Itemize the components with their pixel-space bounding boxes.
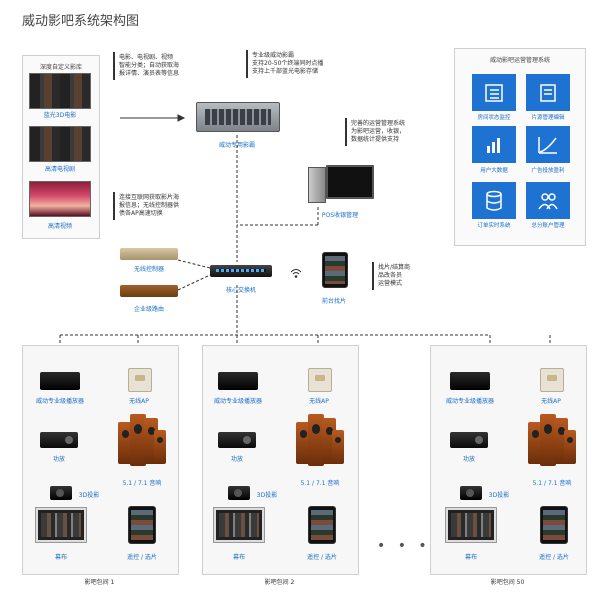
pos-tower[interactable] <box>308 167 326 203</box>
management-title: 威动影吧运营管理系统 <box>489 57 550 64</box>
speaker-set[interactable] <box>118 412 166 468</box>
speaker <box>308 414 324 466</box>
tablet-note: 找片/结算商 品改各员 运营模式 <box>372 262 422 290</box>
screen-label: 幕布 <box>464 554 477 561</box>
more-rooms-ellipsis: • • • <box>377 538 431 554</box>
media-player[interactable] <box>450 372 490 390</box>
speakers-label: 5.1 / 7.1 音响 <box>532 480 572 487</box>
mgmt-item-label: 总分账户管理 <box>531 223 565 229</box>
media-player[interactable] <box>218 372 258 390</box>
player-label: 威动专业级播放器 <box>445 398 494 405</box>
projector-label: 3D投影 <box>256 492 278 499</box>
screen-label: 幕布 <box>54 554 67 561</box>
room-name: 影吧包间 50 <box>490 579 525 586</box>
server-label: 威动专用影霸 <box>218 142 255 149</box>
checklist-icon[interactable] <box>472 74 516 111</box>
projector[interactable] <box>460 486 482 500</box>
library-item-label: 高清电视剧 <box>44 166 75 173</box>
mgmt-item-label: 用户大数据 <box>480 168 508 174</box>
front-tablet[interactable] <box>322 252 348 288</box>
projector[interactable] <box>50 486 72 500</box>
mgmt-note: 完善的运营管理系统 为影吧运营，收银， 数据统计提供支持 <box>345 118 433 146</box>
ap-label: 无线AP <box>541 398 561 405</box>
speaker-set[interactable] <box>296 412 344 468</box>
room-name: 影吧包间 2 <box>264 579 295 586</box>
wireless-controller-label: 无线控制器 <box>133 266 164 273</box>
speaker <box>540 414 556 466</box>
library-item-label: 高清视频 <box>47 223 72 230</box>
projection-screen[interactable] <box>36 508 86 542</box>
wireless-ap[interactable] <box>540 368 564 392</box>
amplifier[interactable] <box>40 432 78 448</box>
projector-label: 3D投影 <box>78 492 100 499</box>
document-icon[interactable] <box>526 74 570 111</box>
speaker <box>528 422 542 464</box>
remote-label: 遥控 / 选片 <box>127 554 157 561</box>
speaker <box>564 430 576 464</box>
amplifier[interactable] <box>450 432 488 448</box>
front-tablet-label: 前台找片 <box>321 298 346 305</box>
ap-label: 无线AP <box>309 398 329 405</box>
mgmt-item-label: 订单实时系统 <box>477 223 511 229</box>
remote-label: 遥控 / 选片 <box>539 554 569 561</box>
remote-tablet[interactable] <box>128 506 156 544</box>
pos-label: POS收银管理 <box>321 212 359 219</box>
database-icon[interactable] <box>472 182 516 219</box>
amp-label: 功放 <box>52 456 65 463</box>
core-switch[interactable] <box>210 265 272 277</box>
speaker <box>118 422 132 464</box>
projector[interactable] <box>228 486 250 500</box>
speakers-label: 5.1 / 7.1 音响 <box>122 480 162 487</box>
player-label: 威动专业级播放器 <box>35 398 84 405</box>
server-note: 专业级威动影霸 支持20-50个终端同时点播 支持上千部蓝光电影存储 <box>246 50 344 78</box>
amp-label: 功放 <box>462 456 475 463</box>
core-switch-label: 核心交换机 <box>225 287 256 294</box>
library-tv-thumb[interactable] <box>29 126 91 162</box>
remote-label: 遥控 / 选片 <box>307 554 337 561</box>
remote-tablet[interactable] <box>540 506 568 544</box>
projection-screen[interactable] <box>214 508 264 542</box>
growth-curve-icon[interactable] <box>526 126 570 163</box>
speaker <box>296 422 310 464</box>
player-label: 威动专业级播放器 <box>213 398 262 405</box>
wireless-note: 连接互联网获取影片海 报信息；无线控制器供 债各AP高速切换 <box>113 192 209 220</box>
mgmt-item-label: 房间状态监控 <box>477 115 511 121</box>
wireless-controller[interactable] <box>120 248 178 260</box>
pos-monitor[interactable] <box>326 165 374 199</box>
bar-chart-icon[interactable] <box>472 126 516 163</box>
wireless-ap[interactable] <box>308 368 332 392</box>
speaker-set[interactable] <box>528 412 576 468</box>
media-server[interactable] <box>196 102 280 132</box>
remote-tablet[interactable] <box>308 506 336 544</box>
amplifier[interactable] <box>218 432 256 448</box>
screen-label: 幕布 <box>232 554 245 561</box>
library-item-label: 蓝光3D电影 <box>43 112 77 119</box>
media-player[interactable] <box>40 372 80 390</box>
library-video-thumb[interactable] <box>29 181 91 217</box>
mgmt-item-label: 片源管理编辑 <box>531 115 565 121</box>
enterprise-router[interactable] <box>120 285 178 297</box>
room-name: 影吧包间 1 <box>84 579 115 586</box>
mgmt-item-label: 广告投放盈利 <box>531 168 565 174</box>
enterprise-router-label: 企业级路由 <box>133 306 164 313</box>
library-title: 深度自定义影库 <box>39 64 82 71</box>
page-title: 威动影吧系统架构图 <box>22 14 140 29</box>
library-note: 电影、电视剧、视频 智能分类；自动获取海 报详情、演员表等信息 <box>113 52 207 80</box>
ap-label: 无线AP <box>129 398 149 405</box>
projection-screen[interactable] <box>446 508 496 542</box>
library-movie-thumb[interactable] <box>29 73 91 109</box>
wireless-ap[interactable] <box>128 368 152 392</box>
speaker <box>154 430 166 464</box>
speakers-label: 5.1 / 7.1 音响 <box>300 480 340 487</box>
amp-label: 功放 <box>230 456 243 463</box>
speaker <box>130 414 146 466</box>
projector-label: 3D投影 <box>488 492 510 499</box>
users-icon[interactable] <box>526 182 570 219</box>
speaker <box>332 430 344 464</box>
wifi-icon <box>290 263 302 282</box>
